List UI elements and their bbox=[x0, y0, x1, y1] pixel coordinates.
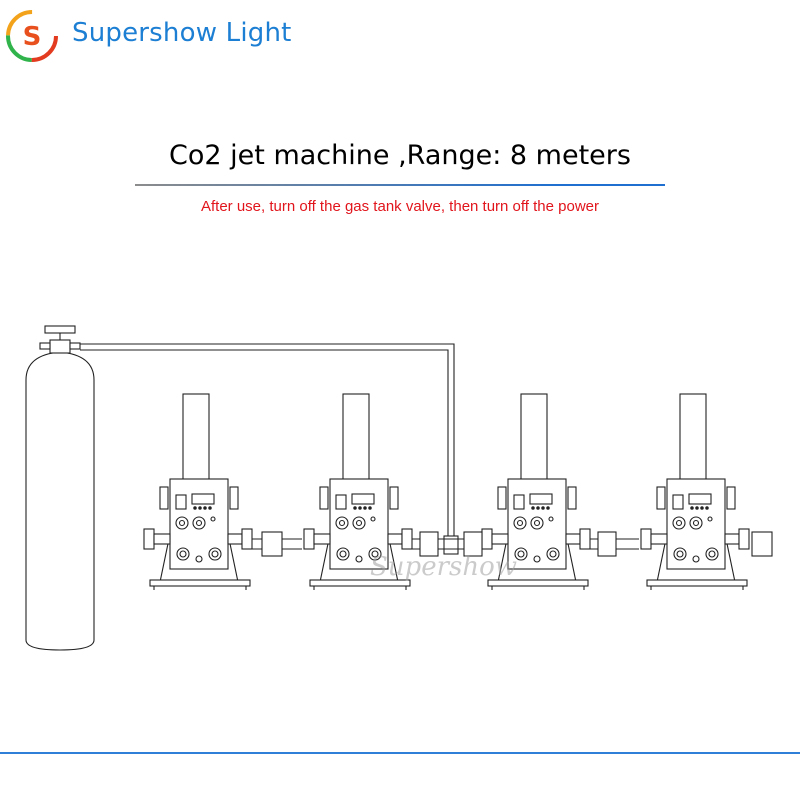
gas-supply-pipe bbox=[80, 343, 459, 555]
brand-name: Supershow Light bbox=[72, 18, 292, 48]
co2-jet-machine-icon bbox=[143, 393, 253, 591]
safety-notice: After use, turn off the gas tank valve, … bbox=[200, 198, 600, 215]
co2-setup-diagram bbox=[25, 325, 773, 651]
gas-cylinder-icon bbox=[25, 325, 95, 651]
connecting-hoses bbox=[252, 531, 773, 557]
brand-logo-icon: S bbox=[6, 10, 58, 62]
footer-divider bbox=[0, 752, 800, 754]
logo-letter: S bbox=[23, 22, 42, 52]
watermark: Supershow bbox=[370, 552, 518, 582]
page-title: Co2 jet machine ,Range: 8 meters bbox=[169, 140, 631, 171]
co2-jet-machine-icon bbox=[640, 393, 750, 591]
title-divider bbox=[135, 184, 665, 186]
